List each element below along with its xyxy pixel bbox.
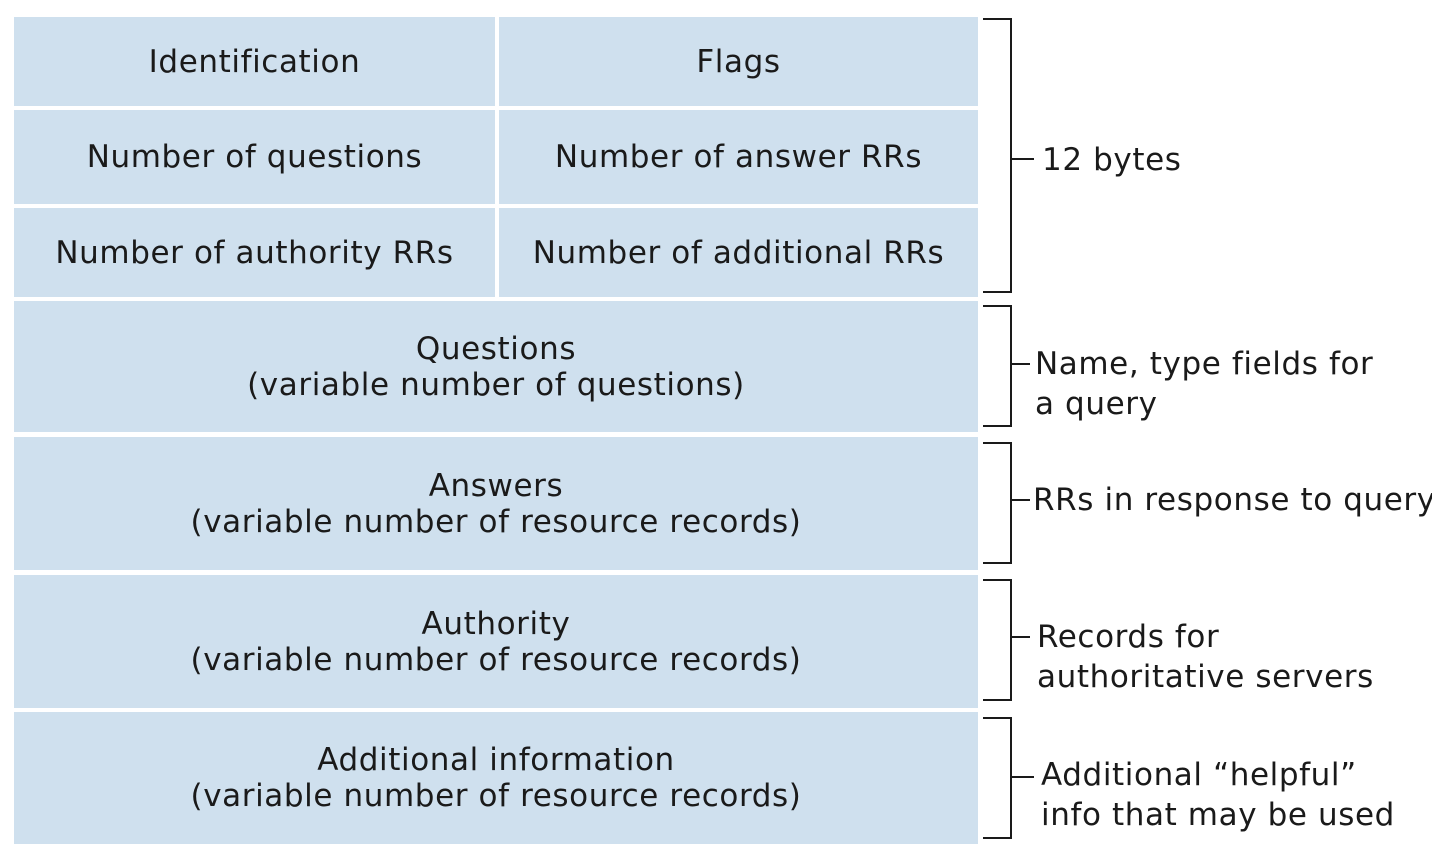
- authority-title: Authority: [421, 605, 571, 642]
- num-questions-field: Number of questions: [14, 110, 495, 204]
- authority-annotation-line2: authoritative servers: [1037, 659, 1374, 695]
- questions-section: Questions (variable number of questions): [14, 301, 978, 432]
- num-additional-rrs-field: Number of additional RRs: [499, 208, 978, 297]
- answers-subtitle: (variable number of resource records): [190, 503, 802, 540]
- questions-annotation: Name, type fields for a query: [1035, 344, 1373, 424]
- header-bracket: [983, 18, 1034, 293]
- additional-annotation-line1: Additional “helpful”: [1041, 757, 1357, 793]
- authority-annotation: Records for authoritative servers: [1037, 617, 1374, 697]
- authority-annotation-line1: Records for: [1037, 619, 1220, 655]
- additional-annotation-line2: info that may be used: [1041, 797, 1395, 833]
- authority-section: Authority (variable number of resource r…: [14, 575, 978, 708]
- header-size-annotation: 12 bytes: [1042, 140, 1182, 180]
- answers-bracket: [983, 442, 1030, 564]
- answers-annotation: RRs in response to query: [1033, 480, 1432, 520]
- authority-subtitle: (variable number of resource records): [190, 641, 802, 678]
- num-authority-rrs-field: Number of authority RRs: [14, 208, 495, 297]
- num-authority-rrs-label: Number of authority RRs: [55, 234, 454, 271]
- additional-title: Additional information: [317, 742, 675, 778]
- authority-bracket: [983, 579, 1030, 701]
- num-answer-rrs-label: Number of answer RRs: [554, 139, 923, 175]
- questions-annotation-line2: a query: [1035, 386, 1158, 422]
- additional-section: Additional information (variable number …: [14, 712, 978, 844]
- identification-field: Identification: [14, 17, 495, 106]
- header-size-text: 12 bytes: [1042, 142, 1182, 178]
- flags-field: Flags: [499, 17, 978, 106]
- answers-section: Answers (variable number of resource rec…: [14, 437, 978, 570]
- num-additional-rrs-label: Number of additional RRs: [532, 234, 945, 271]
- questions-bracket: [983, 305, 1030, 427]
- additional-annotation: Additional “helpful” info that may be us…: [1041, 755, 1395, 835]
- num-questions-label: Number of questions: [86, 139, 423, 175]
- additional-bracket: [983, 717, 1034, 839]
- additional-subtitle: (variable number of resource records): [190, 778, 802, 814]
- answers-annotation-line1: RRs in response to query: [1033, 482, 1432, 518]
- questions-subtitle: (variable number of questions): [247, 366, 745, 403]
- flags-label: Flags: [696, 43, 781, 80]
- num-answer-rrs-field: Number of answer RRs: [499, 110, 978, 204]
- questions-title: Questions: [415, 330, 577, 367]
- identification-label: Identification: [148, 43, 361, 80]
- answers-title: Answers: [428, 467, 564, 504]
- questions-annotation-line1: Name, type fields for: [1035, 346, 1374, 382]
